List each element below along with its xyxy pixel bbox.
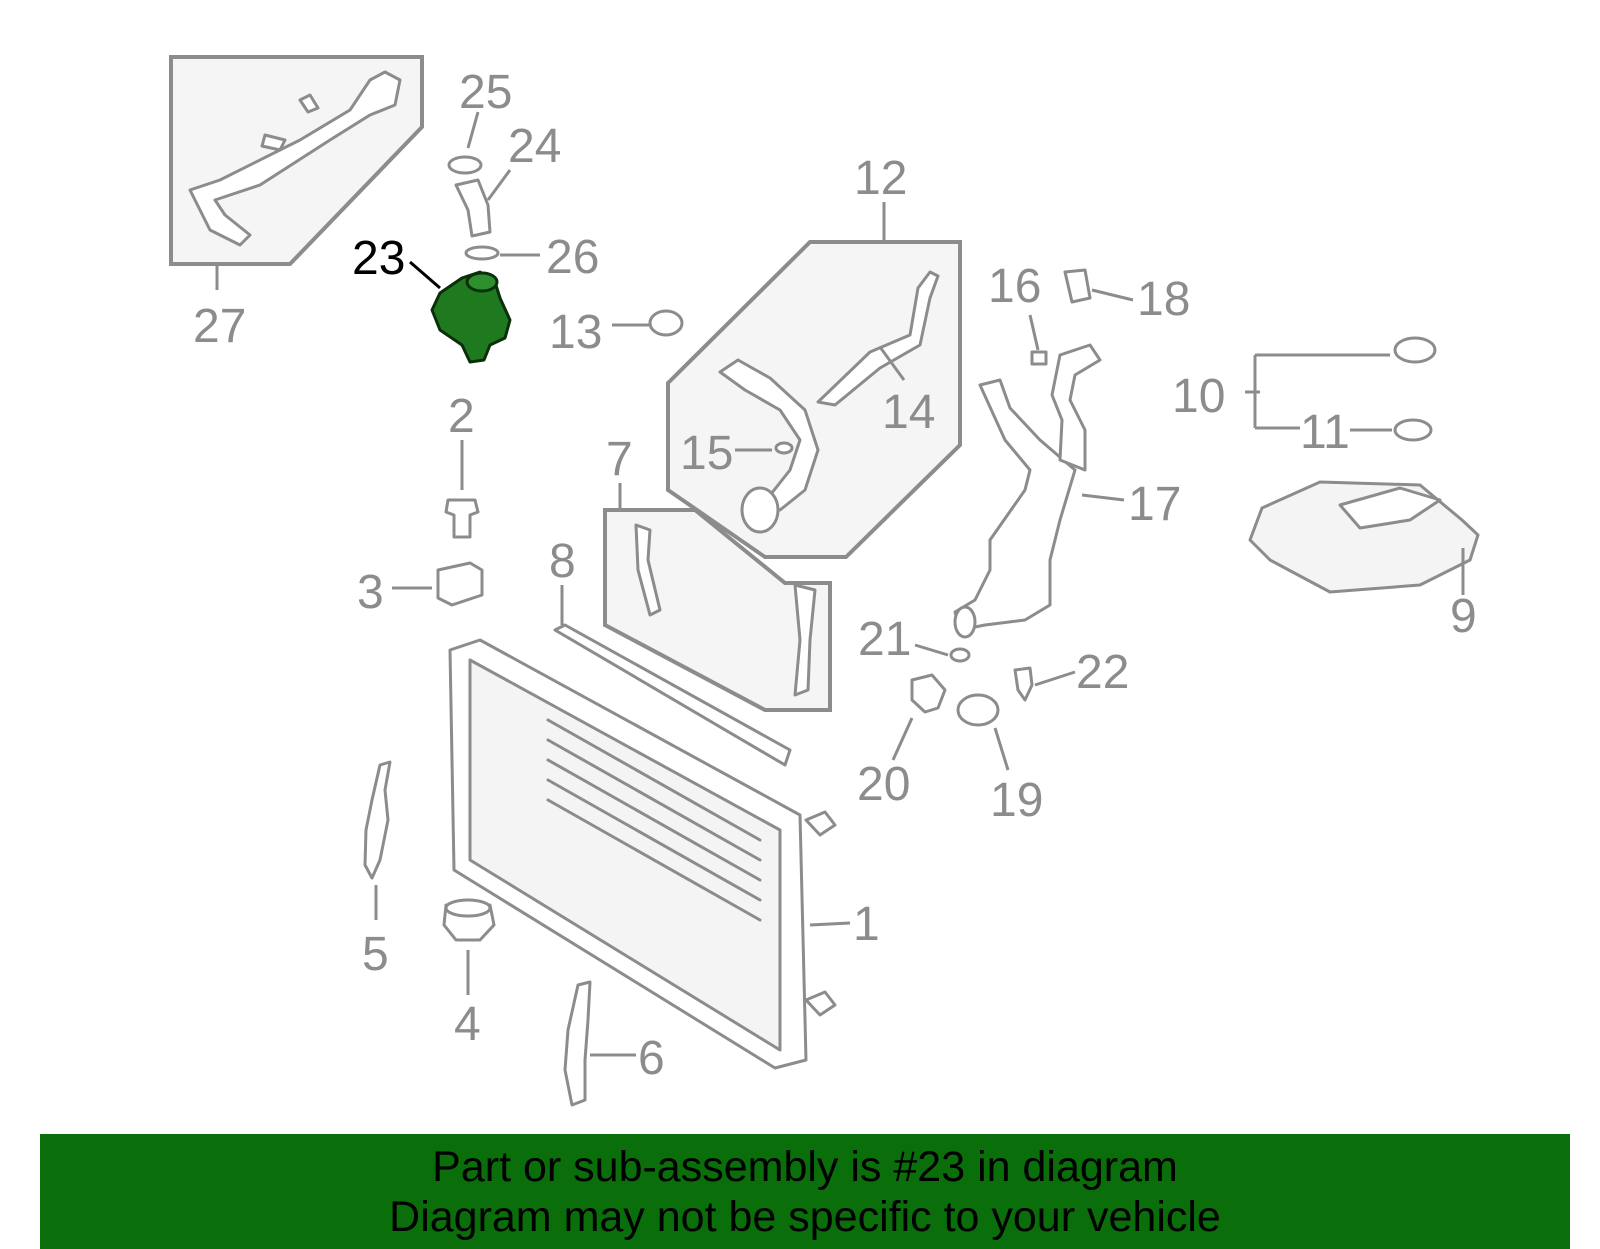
part-13: 13 — [549, 306, 684, 359]
callout-9[interactable]: 9 — [1450, 590, 1477, 643]
callout-11[interactable]: 11 — [1300, 406, 1350, 459]
part-22: 22 — [1013, 646, 1129, 702]
part-11: 11 — [1300, 406, 1433, 459]
part-25: 25 — [447, 66, 512, 175]
callout-17[interactable]: 17 — [1128, 478, 1181, 531]
part-27-group: 27 — [169, 55, 424, 353]
callout-2[interactable]: 2 — [448, 390, 475, 443]
part-24: 24 — [454, 120, 561, 238]
callout-23[interactable]: 23 — [352, 232, 405, 285]
banner-line-2: Diagram may not be specific to your vehi… — [389, 1192, 1221, 1241]
part-21: 21 — [858, 613, 971, 666]
callout-22[interactable]: 22 — [1076, 646, 1129, 699]
part-16: 16 — [988, 260, 1048, 366]
callout-19[interactable]: 19 — [990, 774, 1043, 827]
part-1-radiator: 1 — [448, 638, 880, 1070]
callout-25[interactable]: 25 — [459, 66, 512, 119]
part-23: 23 — [352, 232, 512, 364]
part-12-group: 12 14 15 — [666, 152, 962, 559]
part-10: 10 — [1172, 336, 1437, 430]
callout-5[interactable]: 5 — [362, 928, 389, 981]
callout-15[interactable]: 15 — [680, 427, 733, 480]
part-17: 17 — [953, 343, 1181, 639]
part-7-group: 7 — [603, 433, 832, 712]
callout-16[interactable]: 16 — [988, 260, 1041, 313]
part-20: 20 — [857, 673, 947, 811]
part-19: 19 — [956, 693, 1043, 827]
callout-10[interactable]: 10 — [1172, 370, 1225, 423]
callout-24[interactable]: 24 — [508, 120, 561, 173]
banner-line-1: Part or sub-assembly is #23 in diagram — [432, 1142, 1178, 1191]
callout-18[interactable]: 18 — [1137, 273, 1190, 326]
part-9: 9 — [1248, 480, 1480, 643]
callout-1[interactable]: 1 — [853, 898, 880, 951]
part-2: 2 — [444, 390, 480, 539]
callout-21[interactable]: 21 — [858, 613, 911, 666]
part-18: 18 — [1063, 268, 1190, 326]
callout-20[interactable]: 20 — [857, 758, 910, 811]
callout-7[interactable]: 7 — [606, 433, 633, 486]
callout-6[interactable]: 6 — [638, 1032, 665, 1085]
callout-27[interactable]: 27 — [193, 300, 246, 353]
part-4: 4 — [442, 898, 496, 1051]
part-5: 5 — [362, 760, 392, 981]
callout-13[interactable]: 13 — [549, 306, 602, 359]
callout-12[interactable]: 12 — [854, 152, 907, 205]
info-banner: Part or sub-assembly is #23 in diagram D… — [40, 1134, 1570, 1249]
callout-3[interactable]: 3 — [357, 566, 384, 619]
callout-14[interactable]: 14 — [882, 386, 935, 439]
callout-8[interactable]: 8 — [549, 535, 576, 588]
callout-4[interactable]: 4 — [454, 998, 481, 1051]
part-6: 6 — [563, 980, 665, 1107]
part-3: 3 — [357, 561, 484, 619]
callout-26[interactable]: 26 — [546, 231, 599, 284]
part-26: 26 — [464, 231, 599, 284]
part-8: 8 — [549, 535, 792, 767]
